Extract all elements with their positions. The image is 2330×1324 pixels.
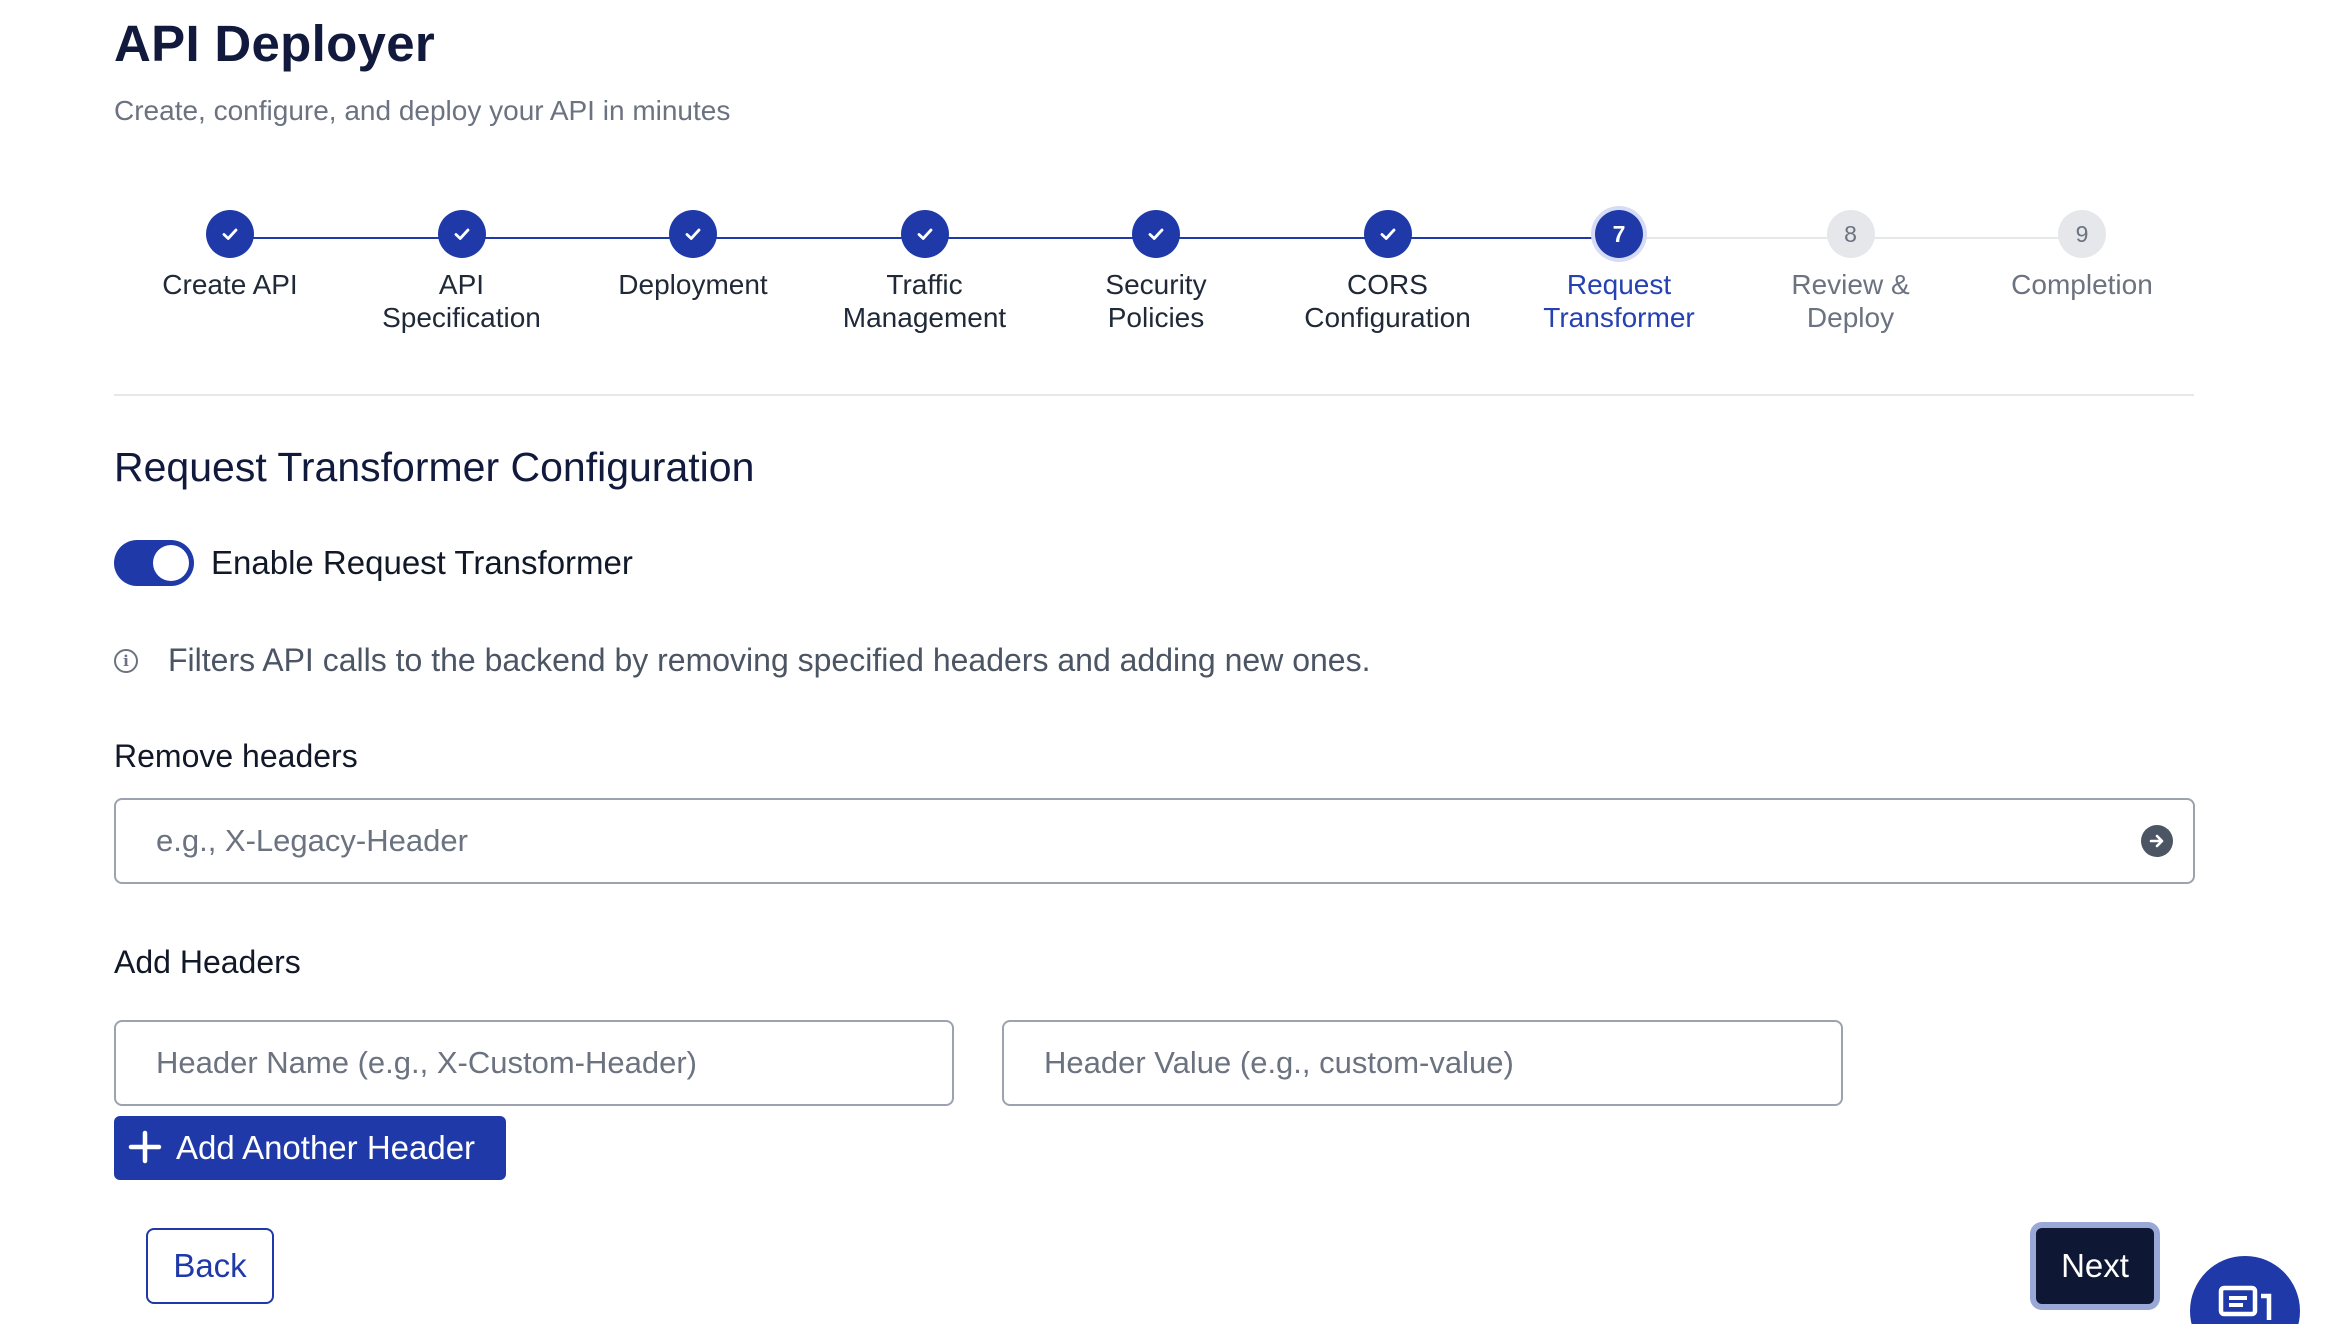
- section-title: Request Transformer Configuration: [114, 444, 755, 490]
- step-connector: [461, 237, 693, 239]
- check-icon: [206, 210, 254, 258]
- chat-icon: [2217, 1284, 2273, 1324]
- step-connector: [924, 237, 1156, 239]
- check-icon: [900, 210, 949, 258]
- add-headers-label: Add Headers: [114, 944, 301, 980]
- step-connector: [1387, 237, 1619, 239]
- info-text: Filters API calls to the backend by remo…: [168, 642, 1371, 678]
- header-name-field: [114, 1020, 954, 1106]
- header-value-field: [1002, 1020, 1843, 1106]
- step-number: 8: [1826, 210, 1875, 258]
- step-connector: [1156, 237, 1388, 239]
- step-label: Traffic Management: [842, 269, 1007, 333]
- step-label: Completion: [2011, 269, 2153, 300]
- section-divider: [114, 394, 2194, 396]
- toggle-knob: [153, 545, 189, 581]
- remove-headers-input[interactable]: [116, 800, 2193, 882]
- step-label: Security Policies: [1105, 269, 1207, 333]
- info-row: i Filters API calls to the backend by re…: [114, 642, 1370, 679]
- check-icon: [1363, 210, 1412, 258]
- header-value-input[interactable]: [1004, 1022, 1841, 1104]
- check-icon: [437, 210, 486, 258]
- step-label: Create API: [162, 269, 298, 300]
- progress-stepper: Create API API Specification Deployment Tra…: [114, 210, 2194, 360]
- remove-headers-field: [114, 798, 2195, 884]
- check-icon: [669, 210, 717, 258]
- add-another-header-button[interactable]: Add Another Header: [114, 1116, 506, 1180]
- step-label: Review & Deploy: [1791, 269, 1910, 333]
- back-button[interactable]: Back: [146, 1228, 274, 1304]
- step-6[interactable]: CORS Configuration: [1273, 210, 1503, 334]
- app-subtitle: Create, configure, and deploy your API i…: [114, 95, 731, 126]
- enable-transformer-toggle[interactable]: [114, 540, 194, 586]
- step-4[interactable]: Traffic Management: [810, 210, 1040, 334]
- step-connector: [230, 237, 462, 239]
- step-2[interactable]: API Specification: [347, 210, 577, 334]
- chat-button[interactable]: [2190, 1256, 2300, 1324]
- step-label: CORS Configuration: [1304, 269, 1471, 333]
- step-1[interactable]: Create API: [115, 210, 345, 301]
- step-number: 7: [1595, 210, 1643, 258]
- enable-transformer-label: Enable Request Transformer: [211, 544, 633, 581]
- step-number: 9: [2058, 210, 2106, 258]
- add-another-header-label: Add Another Header: [176, 1129, 476, 1166]
- app-title: API Deployer: [114, 15, 436, 72]
- check-icon: [1132, 210, 1180, 258]
- step-label: Request Transformer: [1543, 269, 1695, 333]
- step-5[interactable]: Security Policies: [1041, 210, 1271, 334]
- plus-icon: [128, 1125, 162, 1171]
- step-connector: [1850, 237, 2082, 239]
- step-label: API Specification: [382, 269, 541, 333]
- enable-transformer-row: Enable Request Transformer: [114, 540, 633, 586]
- info-icon: i: [114, 648, 138, 673]
- next-button[interactable]: Next: [2030, 1222, 2160, 1310]
- step-connector: [693, 237, 925, 239]
- header-name-input[interactable]: [116, 1022, 952, 1104]
- step-connector: [1619, 237, 1851, 239]
- step-3[interactable]: Deployment: [578, 210, 808, 301]
- step-label: Deployment: [618, 269, 768, 300]
- arrow-right-circle-icon[interactable]: [2141, 825, 2173, 857]
- remove-headers-label: Remove headers: [114, 738, 358, 774]
